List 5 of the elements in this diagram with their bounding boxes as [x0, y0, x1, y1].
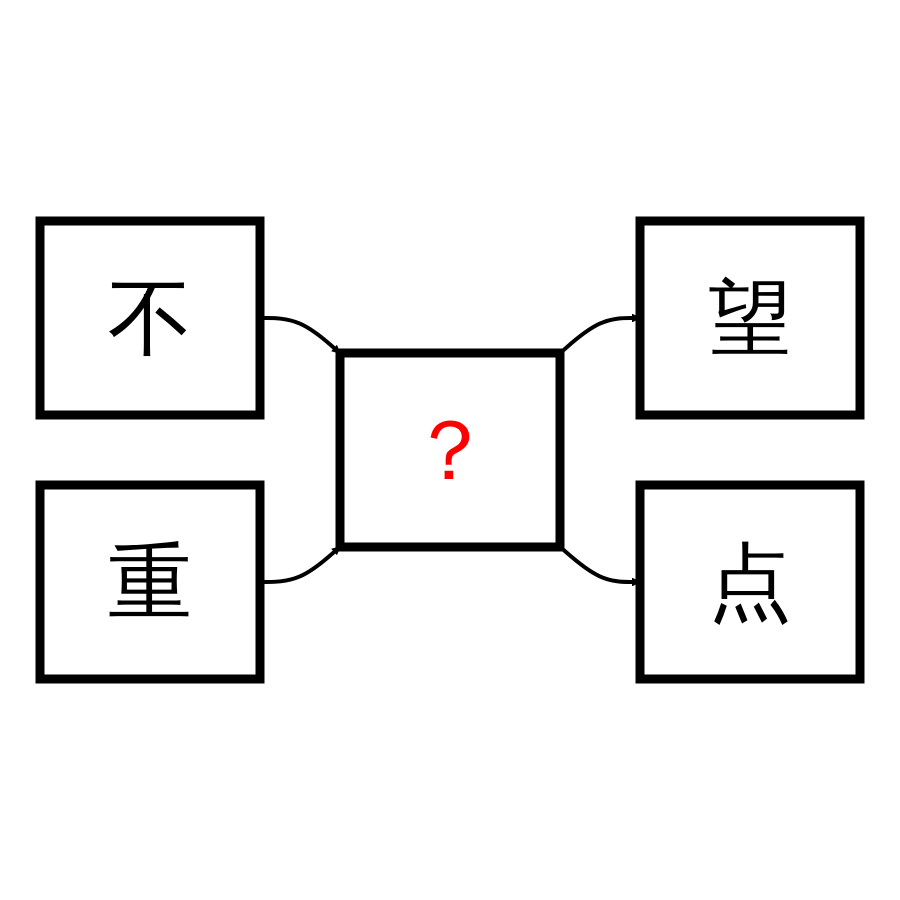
- node-box: 重: [36, 480, 264, 684]
- node-box: 不: [36, 216, 264, 420]
- node-box: ？: [336, 348, 564, 552]
- node-box: 点: [636, 480, 864, 684]
- node-box: 望: [636, 216, 864, 420]
